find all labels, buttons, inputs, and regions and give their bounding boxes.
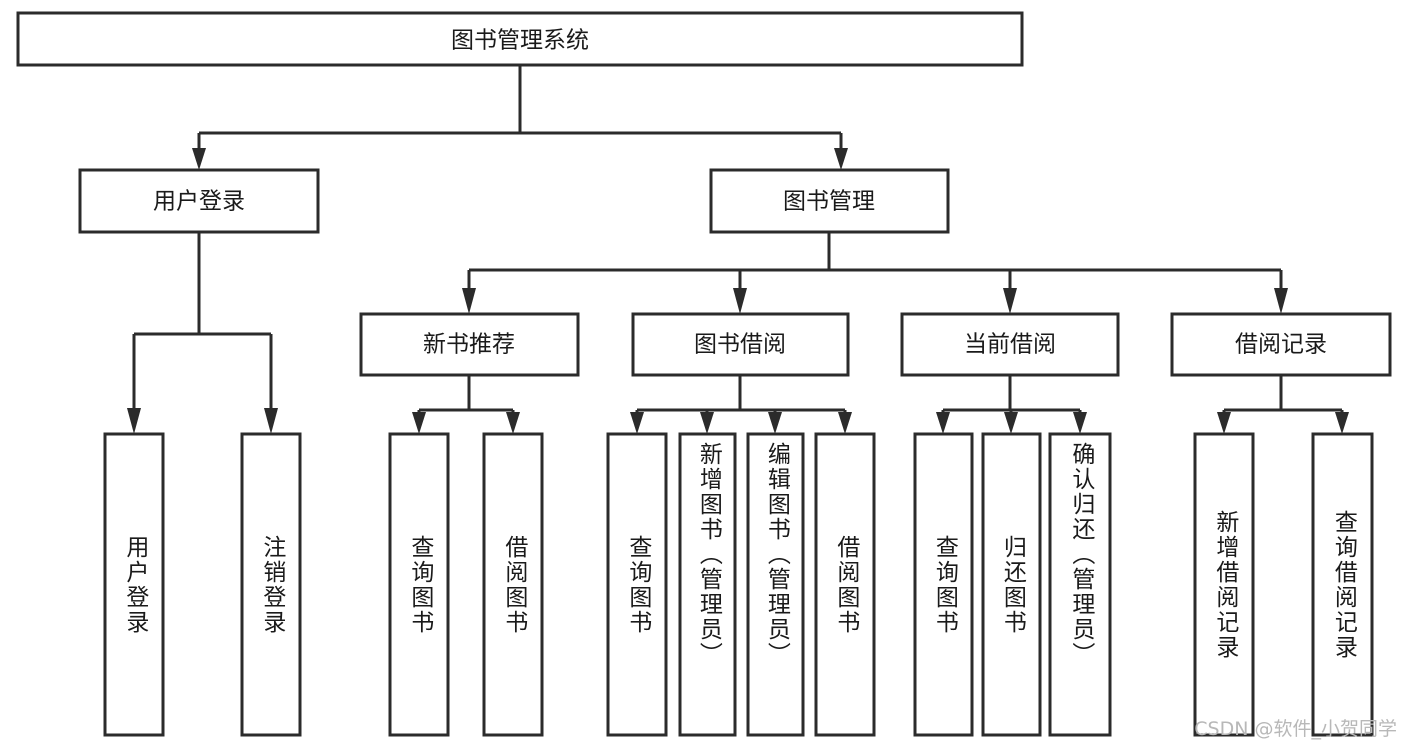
node-leaf-return-book[interactable] <box>981 432 1042 737</box>
node-leaf-user-login[interactable] <box>103 432 165 737</box>
node-leaf-query-book-borrow[interactable] <box>606 432 668 737</box>
node-user-login[interactable]: 用户登录 <box>78 168 320 234</box>
node-book-borrow-label: 图书借阅 <box>694 332 786 358</box>
node-leaf-edit-book-admin[interactable] <box>746 432 805 737</box>
node-borrow-record-label: 借阅记录 <box>1235 332 1327 358</box>
node-user-login-label: 用户登录 <box>153 189 245 215</box>
node-leaf-query-book-rec[interactable] <box>388 432 450 737</box>
connector-bookmanage-to-level3 <box>462 232 1288 314</box>
connector-userlogin-to-leaves <box>127 232 278 434</box>
node-book-borrow[interactable]: 图书借阅 <box>631 312 850 377</box>
node-current-borrow[interactable]: 当前借阅 <box>900 312 1120 377</box>
connector-currentborrow-to-leaves <box>936 375 1087 434</box>
node-leaf-query-book-current[interactable] <box>913 432 974 737</box>
connector-borrowrecord-to-leaves <box>1217 375 1349 434</box>
connector-newbook-to-leaves <box>412 375 520 434</box>
connector-bookborrow-to-leaves <box>630 375 852 434</box>
node-borrow-record[interactable]: 借阅记录 <box>1170 312 1392 377</box>
node-leaf-borrow-book[interactable] <box>814 432 876 737</box>
node-root[interactable]: 图书管理系统 <box>16 11 1024 67</box>
node-leaf-logout-login[interactable] <box>240 432 302 737</box>
node-leaf-add-borrow-record[interactable] <box>1193 432 1255 737</box>
node-leaf-borrow-book-rec[interactable] <box>482 432 544 737</box>
node-leaf-query-borrow-record[interactable] <box>1311 432 1374 737</box>
node-leaf-confirm-return-admin[interactable] <box>1048 432 1112 737</box>
node-root-label: 图书管理系统 <box>451 28 589 54</box>
node-new-book-recommend[interactable]: 新书推荐 <box>359 312 580 377</box>
node-current-borrow-label: 当前借阅 <box>964 332 1056 358</box>
connector-root-to-level2 <box>192 65 848 170</box>
node-book-manage[interactable]: 图书管理 <box>709 168 950 234</box>
node-new-book-recommend-label: 新书推荐 <box>423 332 515 358</box>
node-leaf-add-book-admin[interactable] <box>678 432 737 737</box>
node-book-manage-label: 图书管理 <box>783 189 875 215</box>
